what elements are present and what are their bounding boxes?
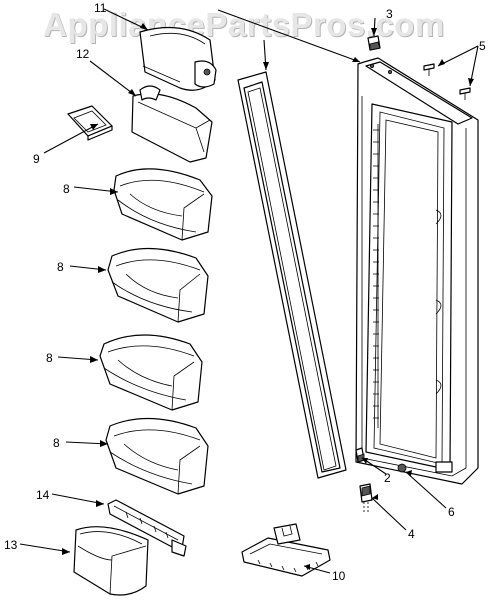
callout-8: 8 [53,436,60,450]
callout-13: 13 [4,538,18,552]
cap-part [397,463,407,473]
shelf-peg-column [373,124,379,428]
callout-labels: 11 12 9 8 8 8 8 14 13 3 5 2 6 4 10 [4,1,486,583]
hinge-pin-part [355,447,365,463]
callout-6: 6 [448,505,455,519]
door-assembly-part [355,57,479,485]
door-gasket-part [237,71,347,479]
door-bin-part-a [113,168,213,241]
callout-9: 9 [33,152,40,166]
callout-12: 12 [76,47,90,61]
callout-10: 10 [332,569,346,583]
callout-11: 11 [94,1,107,15]
dairy-bin-part [131,85,213,163]
door-bin-part-d [105,417,209,495]
ice-tray-part [241,523,331,577]
door-bin-part-b [107,247,209,323]
callout-3: 3 [386,7,393,21]
callout-5: 5 [479,39,486,53]
leader-arrowheads [62,23,474,570]
bin-rail-part [107,499,187,557]
gallon-bin-part [73,526,149,596]
callout-4: 4 [408,527,415,541]
door-closure-cam-part [359,483,373,512]
callout-8: 8 [57,260,64,274]
small-tray-part [67,105,113,141]
screw-part [423,63,471,100]
callout-8: 8 [46,351,53,365]
door-bin-part-c [99,334,203,411]
callout-14: 14 [36,488,50,502]
callout-8: 8 [63,182,70,196]
dairy-door-part [139,26,217,91]
callout-2: 2 [384,471,391,485]
hinge-bushing-part [367,35,381,51]
